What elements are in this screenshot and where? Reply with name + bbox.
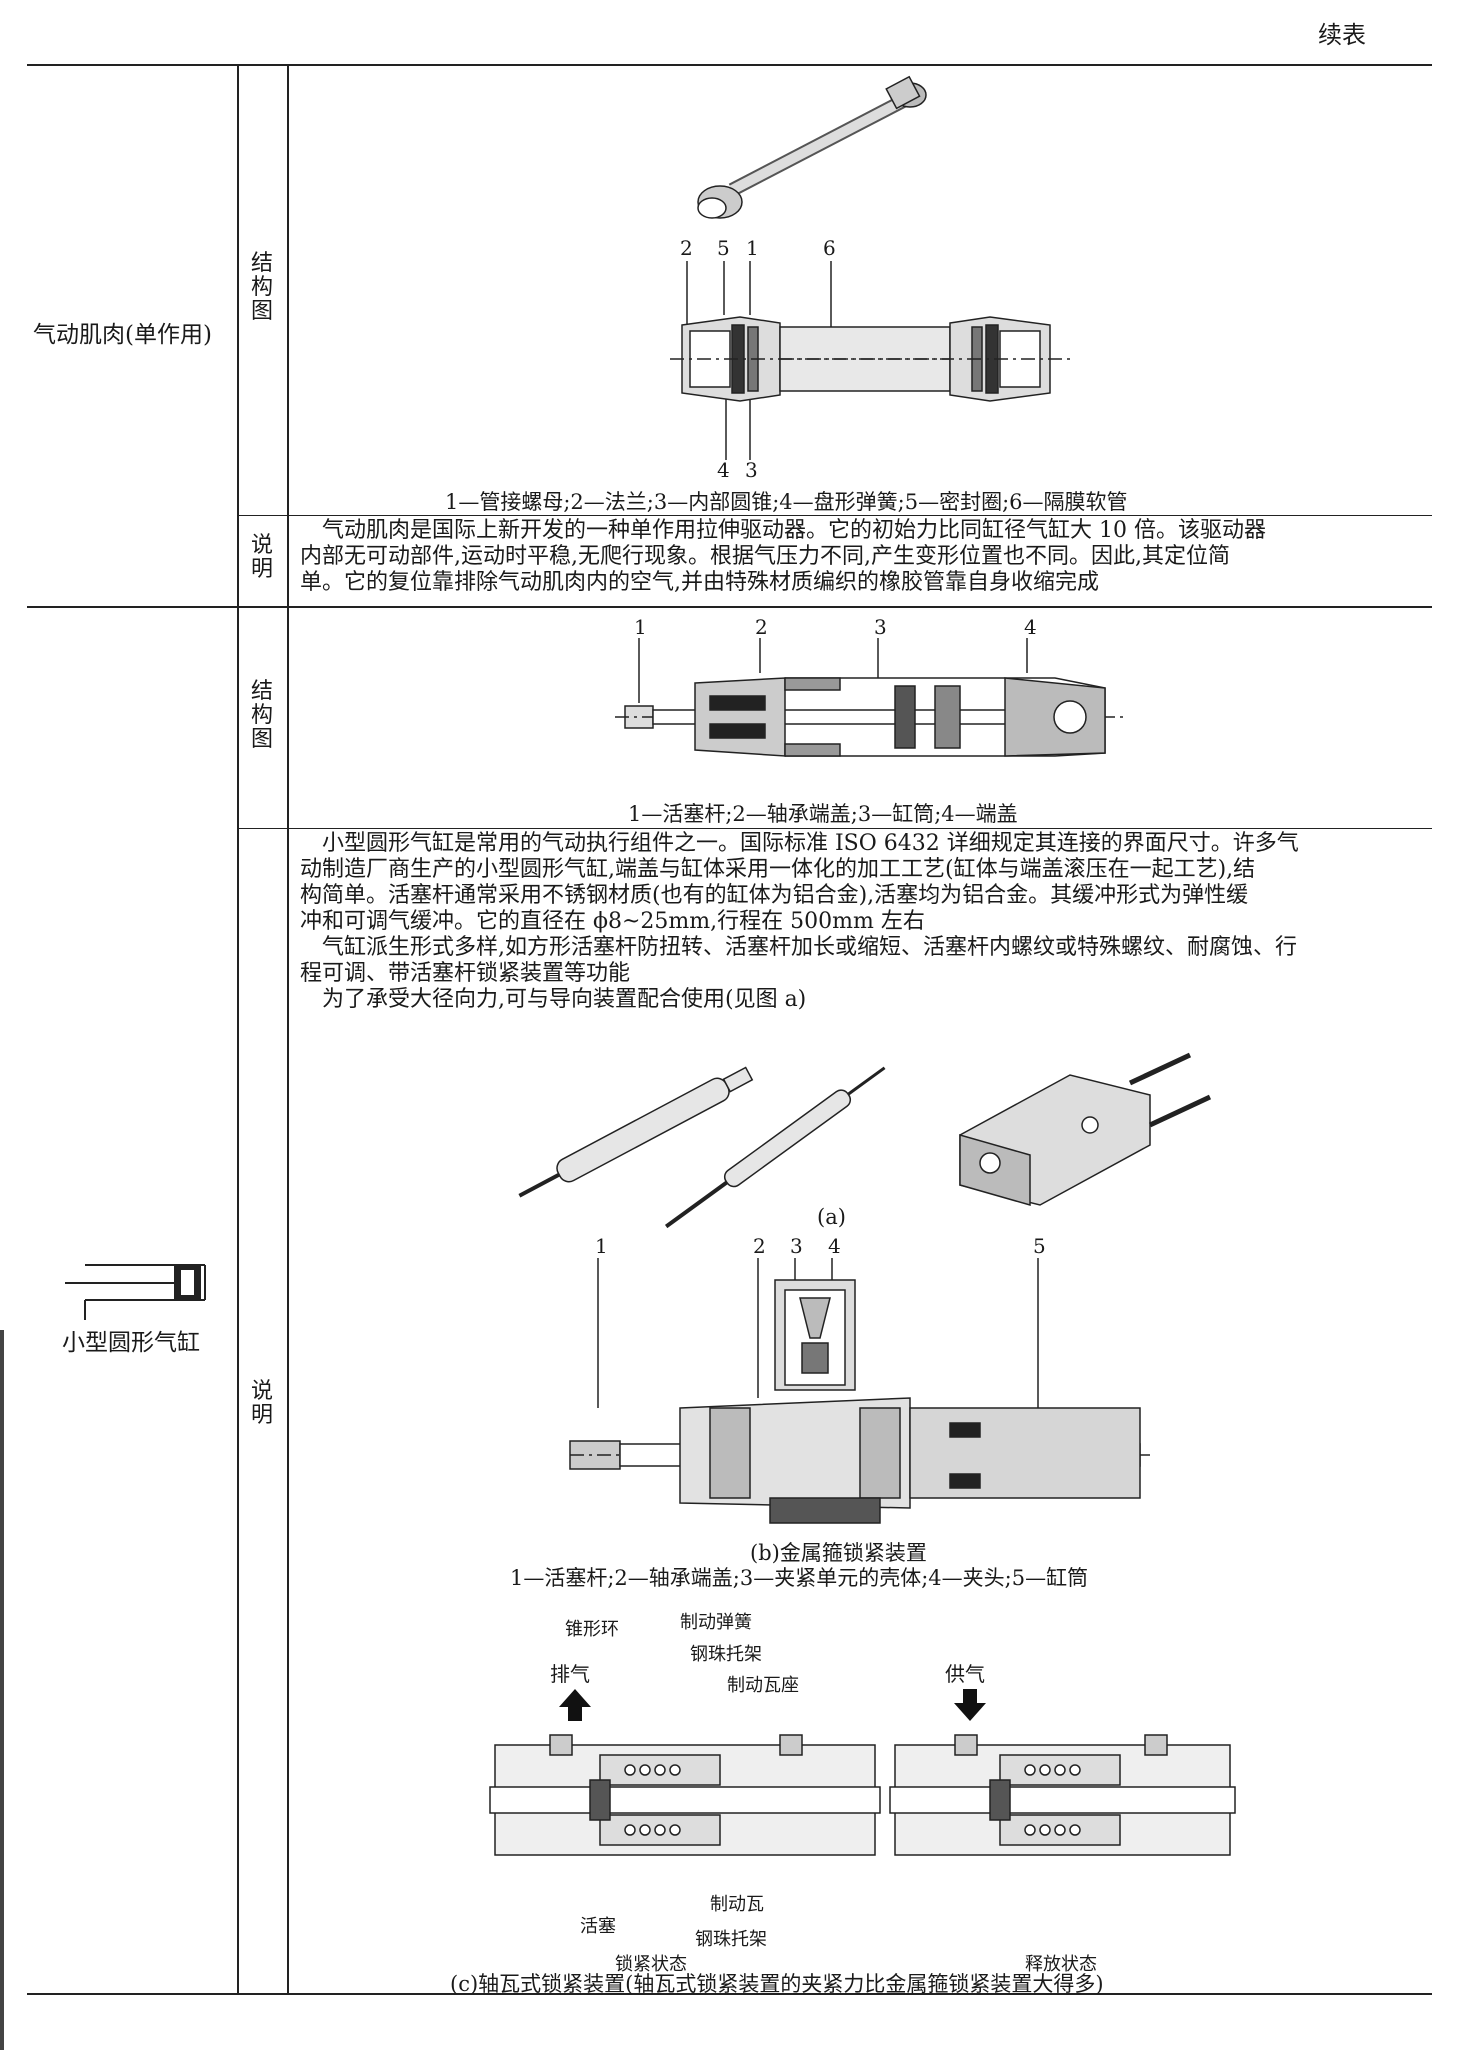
row1-sub-divider — [237, 515, 1432, 516]
continued-label: 续表 — [1318, 21, 1366, 49]
column-divider-1 — [237, 65, 239, 1993]
label-cone-ring: 锥形环 — [565, 1619, 619, 1640]
cylinder-symbol-icon — [65, 1264, 206, 1320]
row2-struct-label: 结构图 — [250, 679, 273, 752]
callout-4: 4 — [717, 458, 730, 482]
row2-description: 小型圆形气缸是常用的气动执行组件之一。国际标准 ISO 6432 详细规定其连接… — [300, 831, 1299, 1012]
muscle-section-drawing — [670, 261, 1070, 460]
row2-desc-label: 说明 — [250, 1379, 273, 1428]
row2-sub-divider — [237, 828, 1432, 829]
label-exhaust: 排气 — [550, 1662, 590, 1686]
fig-b-callout-1: 1 — [595, 1234, 608, 1258]
label-ball-holder-bottom: 钢珠托架 — [695, 1929, 767, 1950]
figure-b-lock-device-drawing — [569, 1258, 1150, 1524]
label-locked-state: 锁紧状态 — [615, 1954, 687, 1975]
row1-legend: 1—管接螺母;2—法兰;3—内部圆锥;4—盘形弹簧;5—密封圈;6—隔膜软管 — [445, 490, 1128, 514]
label-supply: 供气 — [945, 1662, 985, 1686]
label-ball-holder-top: 钢珠托架 — [690, 1644, 762, 1665]
callout-3: 3 — [745, 458, 758, 482]
label-released-state: 释放状态 — [1025, 1954, 1097, 1975]
row-divider — [27, 606, 1432, 608]
label-piston: 活塞 — [580, 1916, 616, 1937]
callout-5: 5 — [717, 236, 730, 260]
callout-2: 2 — [755, 615, 768, 639]
callout-2: 2 — [680, 236, 693, 260]
label-brake-spring: 制动弹簧 — [680, 1612, 752, 1633]
callout-1: 1 — [746, 236, 759, 260]
muscle-photo-illustration — [697, 75, 927, 219]
row2-legend: 1—活塞杆;2—轴承端盖;3—缸筒;4—端盖 — [628, 802, 1018, 826]
label-brake-seat: 制动瓦座 — [727, 1675, 799, 1696]
row2-name: 小型圆形气缸 — [62, 1330, 200, 1356]
label-brake-shoe: 制动瓦 — [710, 1894, 764, 1915]
row1-struct-label: 结构图 — [250, 251, 273, 324]
callout-3: 3 — [874, 615, 887, 639]
row1-name: 气动肌肉(单作用) — [33, 322, 212, 348]
figure-c-released-drawing — [889, 1734, 1236, 1856]
row1-desc-label: 说明 — [250, 533, 273, 582]
cylinder-structure-drawing — [615, 638, 1125, 757]
figure-a-caption: (a) — [817, 1205, 846, 1229]
figure-b-caption: (b)金属箍锁紧装置 — [750, 1541, 927, 1565]
down-arrow-icon — [954, 1689, 986, 1721]
callout-1: 1 — [634, 615, 647, 639]
up-arrow-icon — [559, 1689, 591, 1721]
figure-a-cylinders-photo — [518, 1052, 1212, 1229]
fig-b-callout-3: 3 — [790, 1234, 803, 1258]
page-spine-mark — [0, 1330, 4, 2050]
row1-description: 气动肌肉是国际上新开发的一种单作用拉伸驱动器。它的初始力比同缸径气缸大 10 倍… — [300, 518, 1266, 595]
figure-b-legend: 1—活塞杆;2—轴承端盖;3—夹紧单元的壳体;4—夹头;5—缸筒 — [510, 1566, 1089, 1590]
figure-c-locked-drawing — [489, 1734, 881, 1856]
table-bottom-border — [27, 1993, 1432, 1995]
fig-b-callout-5: 5 — [1033, 1234, 1046, 1258]
column-divider-2 — [287, 65, 289, 1993]
fig-b-callout-2: 2 — [753, 1234, 766, 1258]
fig-b-callout-4: 4 — [828, 1234, 841, 1258]
table-top-border — [27, 64, 1432, 66]
callout-6: 6 — [823, 236, 836, 260]
figure-c-caption: (c)轴瓦式锁紧装置(轴瓦式锁紧装置的夹紧力比金属箍锁紧装置大得多) — [450, 1972, 1104, 1996]
callout-4: 4 — [1024, 615, 1037, 639]
